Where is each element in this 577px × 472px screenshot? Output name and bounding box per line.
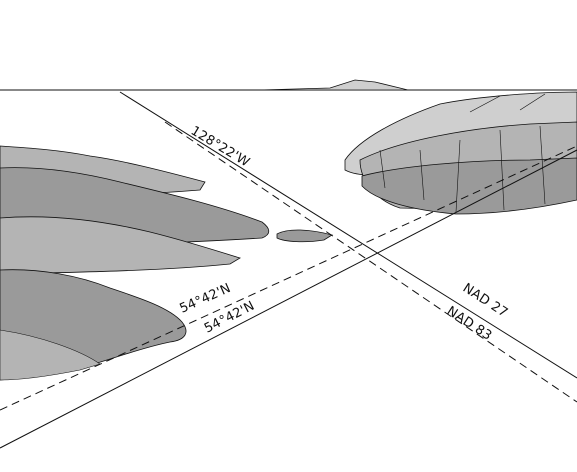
- meridian-line-dashed: [164, 121, 577, 403]
- islet: [276, 229, 333, 243]
- meridian-line: [119, 91, 577, 379]
- parallel-line-dashed: [0, 145, 577, 411]
- land-left-band-3: [0, 216, 241, 275]
- distant-hill: [259, 79, 409, 91]
- right-island-cliff-lines: [379, 93, 546, 213]
- parallel-line-solid: [0, 149, 577, 449]
- longitude-label: 128°22'W: [188, 124, 252, 171]
- land-right-face: [361, 157, 577, 215]
